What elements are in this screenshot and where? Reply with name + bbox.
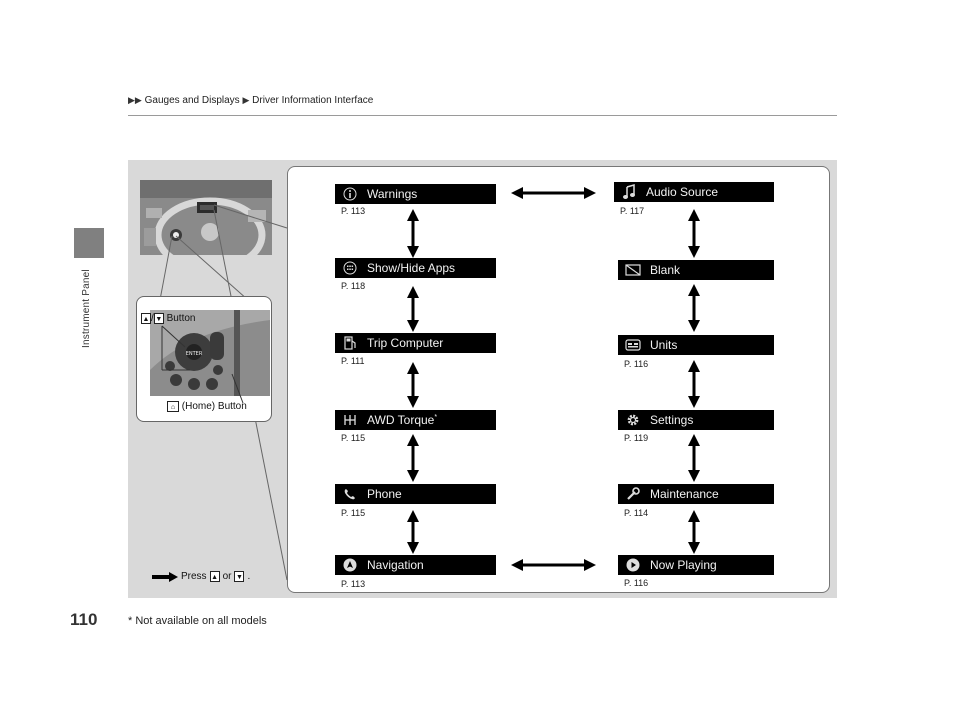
menu-item-units[interactable]: Units xyxy=(618,335,774,355)
page-ref-awd-torque[interactable]: P. 115 xyxy=(341,433,366,443)
menu-item-navigation[interactable]: Navigation xyxy=(335,555,496,575)
menu-item-trip-computer[interactable]: Trip Computer xyxy=(335,333,496,353)
menu-flow-panel xyxy=(287,166,830,593)
steering-controls-illustration: ENTER xyxy=(150,310,270,396)
chapter-tab xyxy=(74,228,104,258)
page-ref-settings[interactable]: P. 119 xyxy=(624,433,649,443)
menu-item-warnings[interactable]: Warnings xyxy=(335,184,496,204)
page-ref-warnings[interactable]: P. 113 xyxy=(341,206,366,216)
gear-icon xyxy=(622,410,644,430)
down-arrow-icon: ▼ xyxy=(234,571,245,582)
navigation-icon xyxy=(339,555,361,575)
page-ref-show-hide-apps[interactable]: P. 118 xyxy=(341,281,366,291)
updown-button-label: ▲/▼ Button xyxy=(141,313,196,325)
wrench-icon xyxy=(622,484,644,504)
menu-item-maintenance[interactable]: Maintenance xyxy=(618,484,774,504)
page-ref-trip-computer[interactable]: P. 111 xyxy=(341,356,365,366)
menu-item-blank[interactable]: Blank xyxy=(618,260,774,280)
menu-item-show-hide-apps[interactable]: Show/Hide Apps xyxy=(335,258,496,278)
home-icon: ⌂ xyxy=(167,401,179,412)
breadcrumb-arrow-icon: ▶▶ xyxy=(128,95,142,105)
home-button-label: ⌂ (Home) Button xyxy=(167,401,247,412)
up-arrow-icon: ▲ xyxy=(209,571,220,582)
info-icon xyxy=(339,184,361,204)
footnote: * Not available on all models xyxy=(128,615,267,627)
header-rule xyxy=(128,115,837,116)
breadcrumb-item-dii[interactable]: Driver Information Interface xyxy=(252,95,374,106)
breadcrumb-arrow-icon: ▶ xyxy=(242,95,250,105)
arrow-right-icon xyxy=(152,571,178,582)
menu-item-settings[interactable]: Settings xyxy=(618,410,774,430)
footnote-mark: * xyxy=(434,414,438,421)
menu-item-awd-torque[interactable]: AWD Torque* xyxy=(335,410,496,430)
play-icon xyxy=(622,555,644,575)
up-arrow-icon: ▲ xyxy=(141,313,151,324)
menu-item-audio-source[interactable]: Audio Source xyxy=(614,182,774,202)
phone-icon xyxy=(339,484,361,504)
fuel-pump-icon xyxy=(339,333,361,353)
page-ref-audio-source[interactable]: P. 117 xyxy=(620,206,645,216)
awd-icon xyxy=(339,410,361,430)
menu-item-phone[interactable]: Phone xyxy=(335,484,496,504)
page-ref-maintenance[interactable]: P. 114 xyxy=(624,508,649,518)
breadcrumb: ▶▶ Gauges and Displays ▶ Driver Informat… xyxy=(128,95,373,106)
svg-text:ENTER: ENTER xyxy=(186,351,203,357)
page-ref-phone[interactable]: P. 115 xyxy=(341,508,366,518)
blank-icon xyxy=(622,260,644,280)
menu-item-now-playing[interactable]: Now Playing xyxy=(618,555,774,575)
breadcrumb-item-gauges[interactable]: Gauges and Displays xyxy=(144,95,240,106)
apps-grid-icon xyxy=(339,258,361,278)
page-ref-units[interactable]: P. 116 xyxy=(624,359,649,369)
dashboard-illustration xyxy=(140,180,272,255)
page-ref-navigation[interactable]: P. 113 xyxy=(341,579,366,589)
down-arrow-icon: ▼ xyxy=(153,313,164,324)
page-ref-now-playing[interactable]: P. 116 xyxy=(624,578,649,588)
music-note-icon xyxy=(618,182,640,202)
page-number: 110 xyxy=(70,610,98,629)
press-hint: Press ▲ or ▼. xyxy=(152,571,250,582)
units-icon xyxy=(622,335,644,355)
